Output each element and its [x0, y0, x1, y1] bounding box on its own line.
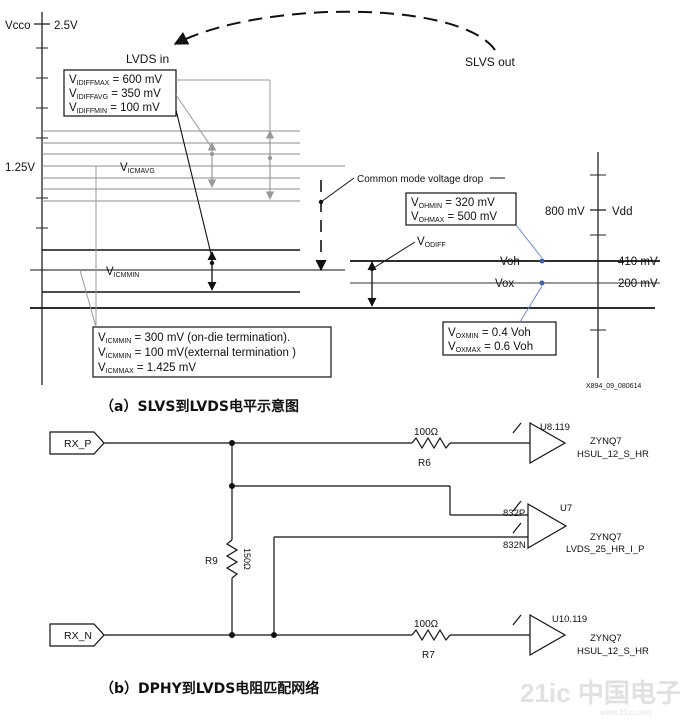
r6-name: R6: [418, 458, 431, 469]
vox-dot: [539, 280, 545, 286]
icm-max-text: VICMMAX = 1.425 mV: [98, 362, 196, 375]
vcco-value: 2.5V: [54, 20, 78, 32]
rx-n-port: [49, 623, 105, 647]
ox-min-text: VOXMIN = 0.4 Voh: [448, 327, 531, 340]
r9-resistor: [225, 539, 239, 579]
voh-label: Voh: [500, 256, 520, 268]
rx-p-label: RX_P: [64, 438, 91, 450]
icm-spec-box: [92, 326, 332, 378]
part-b-schematic: [49, 421, 568, 657]
u10-pin: U10.119: [552, 614, 587, 625]
lvds-in-label: LVDS in: [126, 52, 169, 66]
voh-dot: [539, 258, 545, 264]
lvds-gray-levels: [42, 130, 345, 202]
idiff-gray-arrows: [207, 130, 275, 200]
idiff-max-text: VIDIFFMAX = 600 mV: [69, 74, 162, 87]
vicmmin-label: VICMMIN: [106, 266, 139, 279]
vox-value: 200 mV: [618, 278, 658, 290]
voh-value: 410 mV: [618, 256, 658, 268]
u8-part: ZYNQ7: [590, 436, 622, 447]
u7-ref: U7: [560, 503, 572, 514]
vodiff-label: VODIFF: [417, 236, 446, 249]
figure-id: X894_09_080614: [586, 383, 641, 390]
u7-pin-p: 832P: [503, 508, 525, 519]
caption-b: （b）DPHY到LVDS电阻匹配网络: [100, 680, 319, 697]
ox-max-text: VOXMAX = 0.6 Voh: [448, 341, 533, 354]
r6-resistor: [411, 436, 451, 450]
r7-value: 100Ω: [414, 619, 439, 630]
part-a-level-diagram: Vcco 2.5V 1.25V LVDS in SLVS out VIDIFFM…: [5, 10, 660, 390]
ox-spec-box: [442, 321, 557, 356]
watermark-url: www.21ic.com: [599, 708, 651, 717]
u7-part: ZYNQ7: [590, 532, 622, 543]
u7-buffer: [527, 502, 568, 550]
r9-name: R9: [205, 556, 218, 567]
r7-resistor: [411, 628, 451, 642]
rx-n-label: RX_N: [64, 630, 92, 642]
idiff-min-text: VIDIFFMIN = 100 mV: [69, 102, 160, 115]
r7-name: R7: [422, 650, 435, 661]
slvs-out-label: SLVS out: [465, 55, 515, 69]
icm-min-external-text: VICMMIN = 100 mV(external termination ): [98, 347, 296, 360]
vox-label: Vox: [495, 278, 514, 290]
oh-spec-box: [405, 192, 517, 226]
icm-min-ondie-text: VICMMIN = 300 mV (on-die termination).: [98, 332, 290, 345]
idiff-spec-box: [63, 69, 177, 117]
oh-max-text: VOHMAX = 500 mV: [411, 211, 497, 224]
dashed-arrow-slvs-to-lvds: [173, 10, 496, 51]
u8-buffer: [529, 421, 567, 465]
vdd-value: 800 mV: [545, 206, 585, 218]
common-mode-label: Common mode voltage drop: [357, 174, 484, 185]
idiff-avg-text: VIDIFFAVG = 350 mV: [69, 88, 161, 101]
watermark-logo: 21ic 中国电子网 www.21ic.com: [520, 678, 680, 717]
r6-value: 100Ω: [414, 427, 439, 438]
u10-buffer: [529, 613, 567, 657]
rx-p-port: [49, 431, 105, 455]
watermark-text: 21ic 中国电子网: [520, 678, 680, 708]
r9-value: 150Ω: [242, 548, 252, 570]
caption-a: （a）SLVS到LVDS电平示意图: [100, 398, 299, 415]
vicmavg-label: VICMAVG: [120, 162, 155, 175]
u8-std: HSUL_12_S_HR: [577, 449, 649, 460]
u10-std: HSUL_12_S_HR: [577, 646, 649, 657]
junction-dots: [229, 440, 277, 638]
lvds-black-levels: [42, 249, 300, 293]
u8-pin: U8.119: [540, 422, 570, 433]
oh-min-text: VOHMIN = 320 mV: [411, 197, 495, 210]
v-1-25-label: 1.25V: [5, 162, 35, 174]
vdd-label: Vdd: [612, 206, 632, 218]
vcco-label: Vcco: [5, 20, 31, 32]
u10-part: ZYNQ7: [590, 633, 622, 644]
u7-pin-n: 832N: [503, 540, 526, 551]
u7-std: LVDS_25_HR_I_P: [566, 544, 645, 555]
